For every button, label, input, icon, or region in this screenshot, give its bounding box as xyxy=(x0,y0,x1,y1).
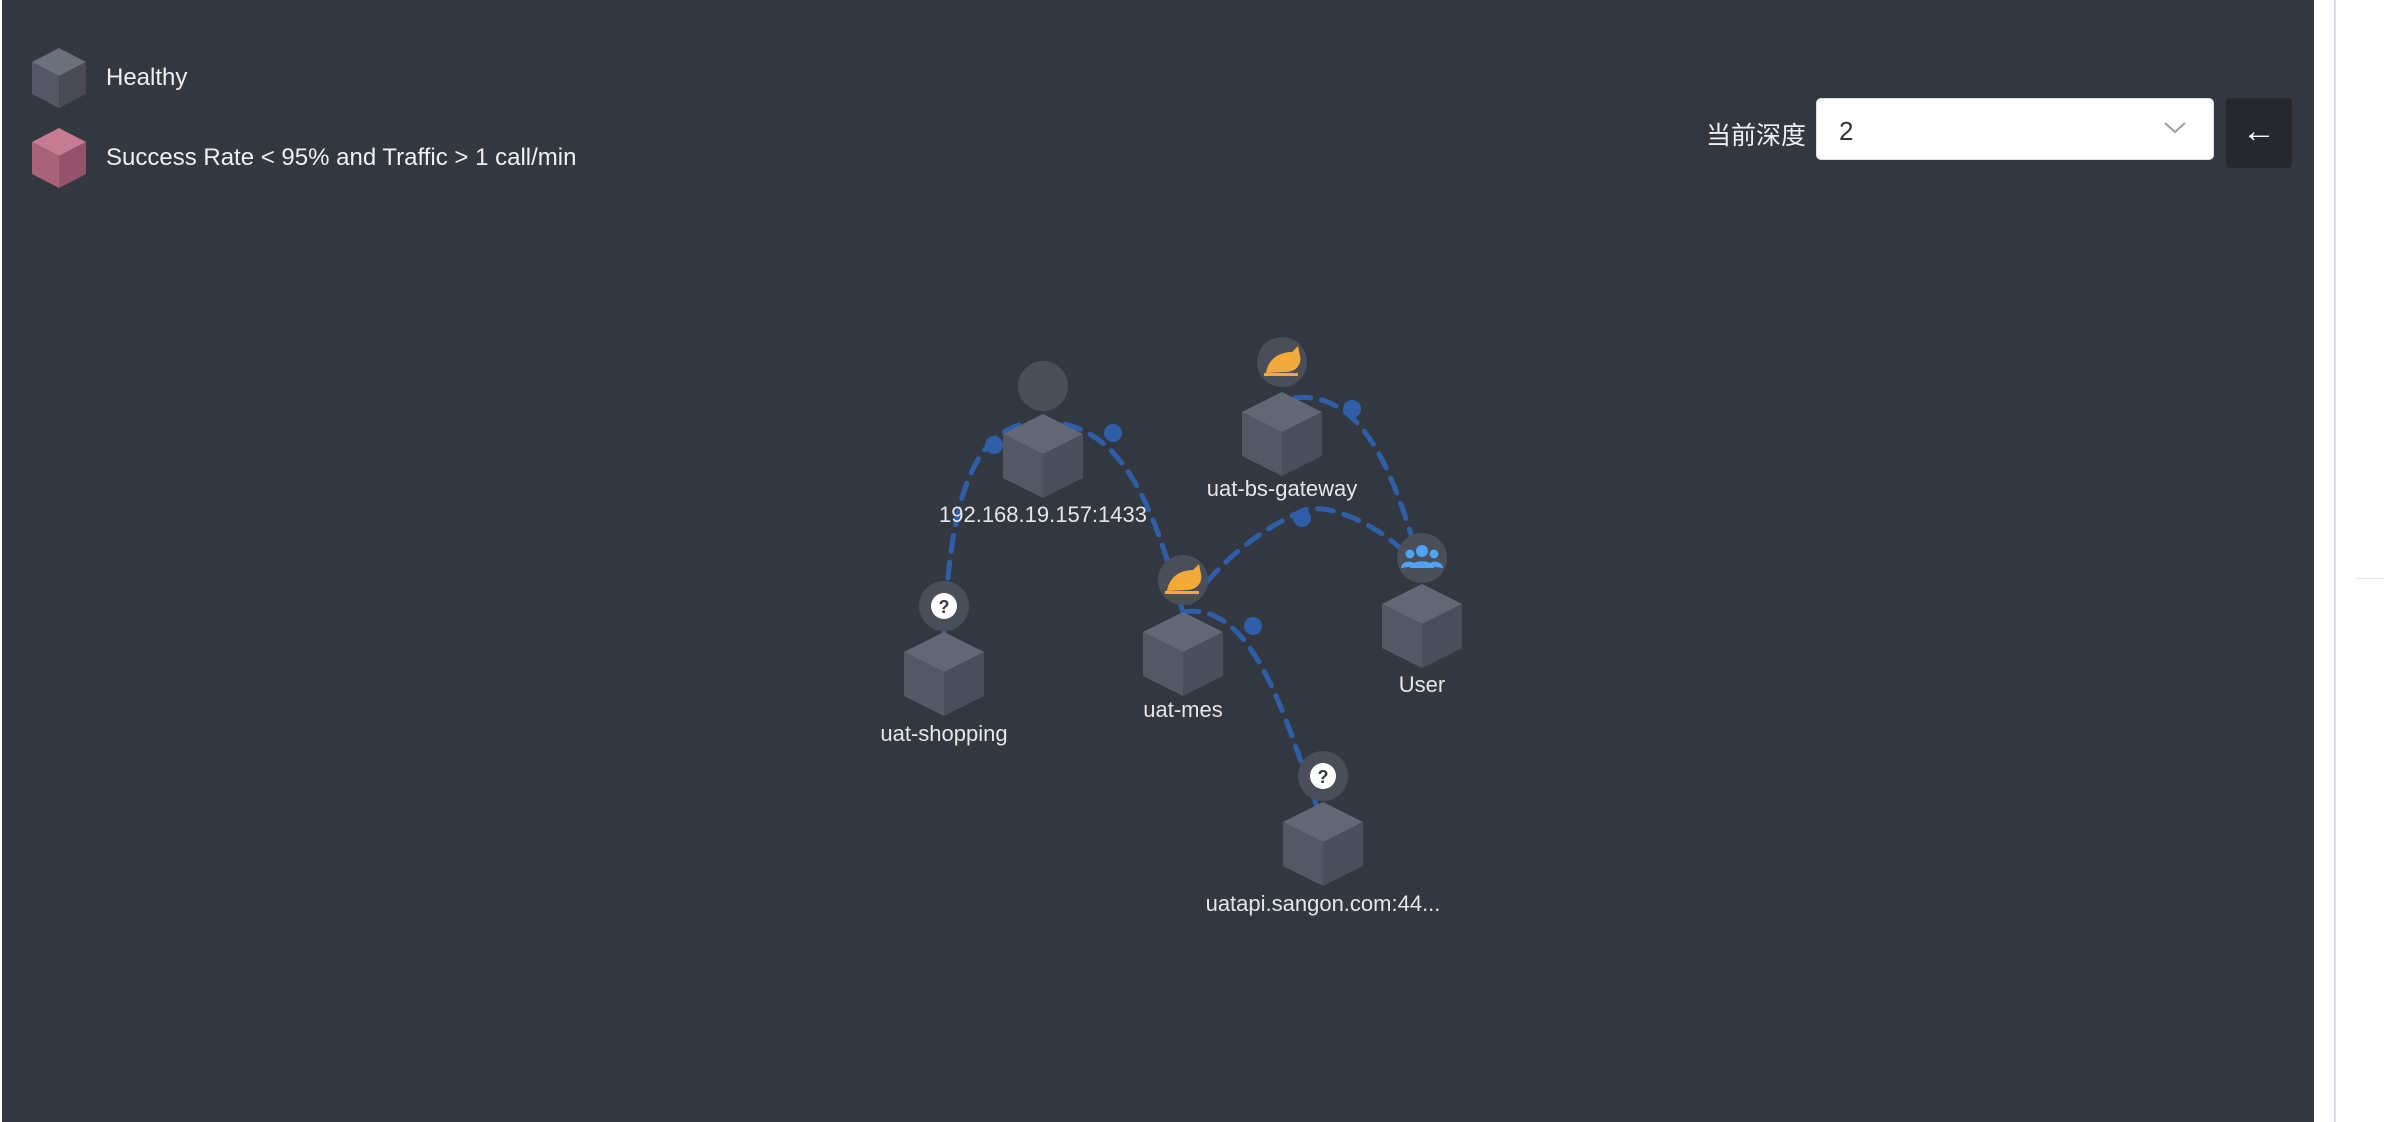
edge-marker xyxy=(1343,400,1361,418)
node-shopping[interactable]: ? uat-shopping xyxy=(880,581,1008,746)
legend-item-healthy: Healthy xyxy=(30,46,730,108)
node-label: uat-bs-gateway xyxy=(1207,476,1357,501)
topology-canvas[interactable] xyxy=(2,0,2314,1122)
node-label: uatapi.sangon.com:44... xyxy=(1206,891,1441,916)
arrow-left-icon: ← xyxy=(2242,112,2276,150)
back-button[interactable]: ← xyxy=(2226,98,2292,168)
users-icon xyxy=(1401,545,1443,568)
node-gateway[interactable]: uat-bs-gateway xyxy=(1207,337,1357,501)
unhealthy-cube-icon xyxy=(32,128,86,188)
depth-select-value: 2 xyxy=(1839,116,1854,146)
node-user[interactable]: User xyxy=(1382,533,1462,697)
svg-text:?: ? xyxy=(939,597,950,617)
legend-label-healthy: Healthy xyxy=(106,64,188,91)
edge-marker xyxy=(985,436,1003,454)
node-db[interactable]: 192.168.19.157:1433 xyxy=(939,361,1147,527)
blank-circle-icon xyxy=(1018,361,1068,411)
node-label: uat-mes xyxy=(1143,697,1222,722)
node-api[interactable]: ? uatapi.sangon.com:44... xyxy=(1206,751,1441,916)
side-panel-border xyxy=(2334,0,2336,1122)
edge-marker xyxy=(1244,617,1262,635)
node-label: uat-shopping xyxy=(880,721,1007,746)
edge-marker xyxy=(1104,424,1122,442)
node-label: User xyxy=(1399,672,1445,697)
legend-label-unhealthy: Success Rate < 95% and Traffic > 1 call/… xyxy=(106,144,577,171)
depth-label: 当前深度 xyxy=(1706,121,1807,150)
legend-item-unhealthy: Success Rate < 95% and Traffic > 1 call/… xyxy=(30,126,730,188)
depth-select[interactable]: 2 xyxy=(1816,98,2214,160)
edge-marker xyxy=(1293,509,1311,527)
question-icon: ? xyxy=(931,593,957,619)
healthy-cube-icon xyxy=(32,48,86,108)
side-panel-divider xyxy=(2356,578,2384,579)
tomcat-icon xyxy=(1165,564,1202,594)
question-icon: ? xyxy=(1310,763,1336,789)
tomcat-icon xyxy=(1264,346,1301,376)
node-label: 192.168.19.157:1433 xyxy=(939,502,1147,527)
node-mes[interactable]: uat-mes xyxy=(1143,555,1223,722)
chevron-down-icon xyxy=(2164,122,2186,134)
svg-text:?: ? xyxy=(1318,767,1329,787)
